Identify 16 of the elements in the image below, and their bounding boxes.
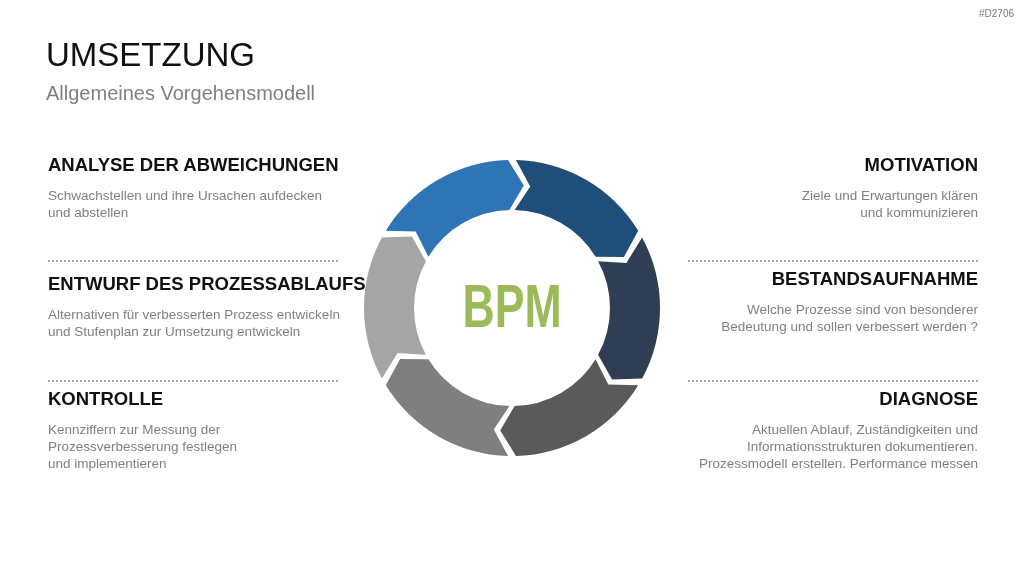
title: UMSETZUNG bbox=[46, 36, 255, 74]
description-text: Ziele und Erwartungen klären und kommunizieren bbox=[800, 187, 978, 221]
description-text: Schwachstellen und ihre Ursachen aufdecken und abstellen bbox=[48, 187, 323, 221]
section-heading: KONTROLLE bbox=[48, 388, 164, 410]
description-text: Alternativen für verbesserten Prozess entwickeln und Stufenplan zur Umsetzung entwickeln bbox=[48, 306, 341, 340]
description-text: Kennziffern zur Messung der Prozessverbesserung festlegen und implementieren bbox=[48, 421, 239, 472]
subtitle: Allgemeines Vorgehensmodell bbox=[46, 82, 316, 105]
section-heading: ANALYSE DER ABWEICHUNGEN bbox=[48, 154, 339, 176]
section-heading: DIAGNOSE bbox=[879, 388, 978, 410]
description-text: Welche Prozesse sind von besonderer Bedeutung und sollen verbessert werden ? bbox=[720, 301, 978, 335]
section-heading: BESTANDSAUFNAHME bbox=[771, 268, 978, 290]
section-heading: MOTIVATION bbox=[864, 154, 978, 176]
center-label: BPM bbox=[461, 270, 563, 341]
description-text: Aktuellen Ablauf, Zuständigkeiten und Informationsstrukturen dokumentieren. Prozessmodell erstellen. Performance messen bbox=[697, 421, 978, 472]
section-heading: ENTWURF DES PROZESSABLAUFS bbox=[48, 273, 366, 295]
slide-code: #D2706 bbox=[978, 8, 1014, 19]
